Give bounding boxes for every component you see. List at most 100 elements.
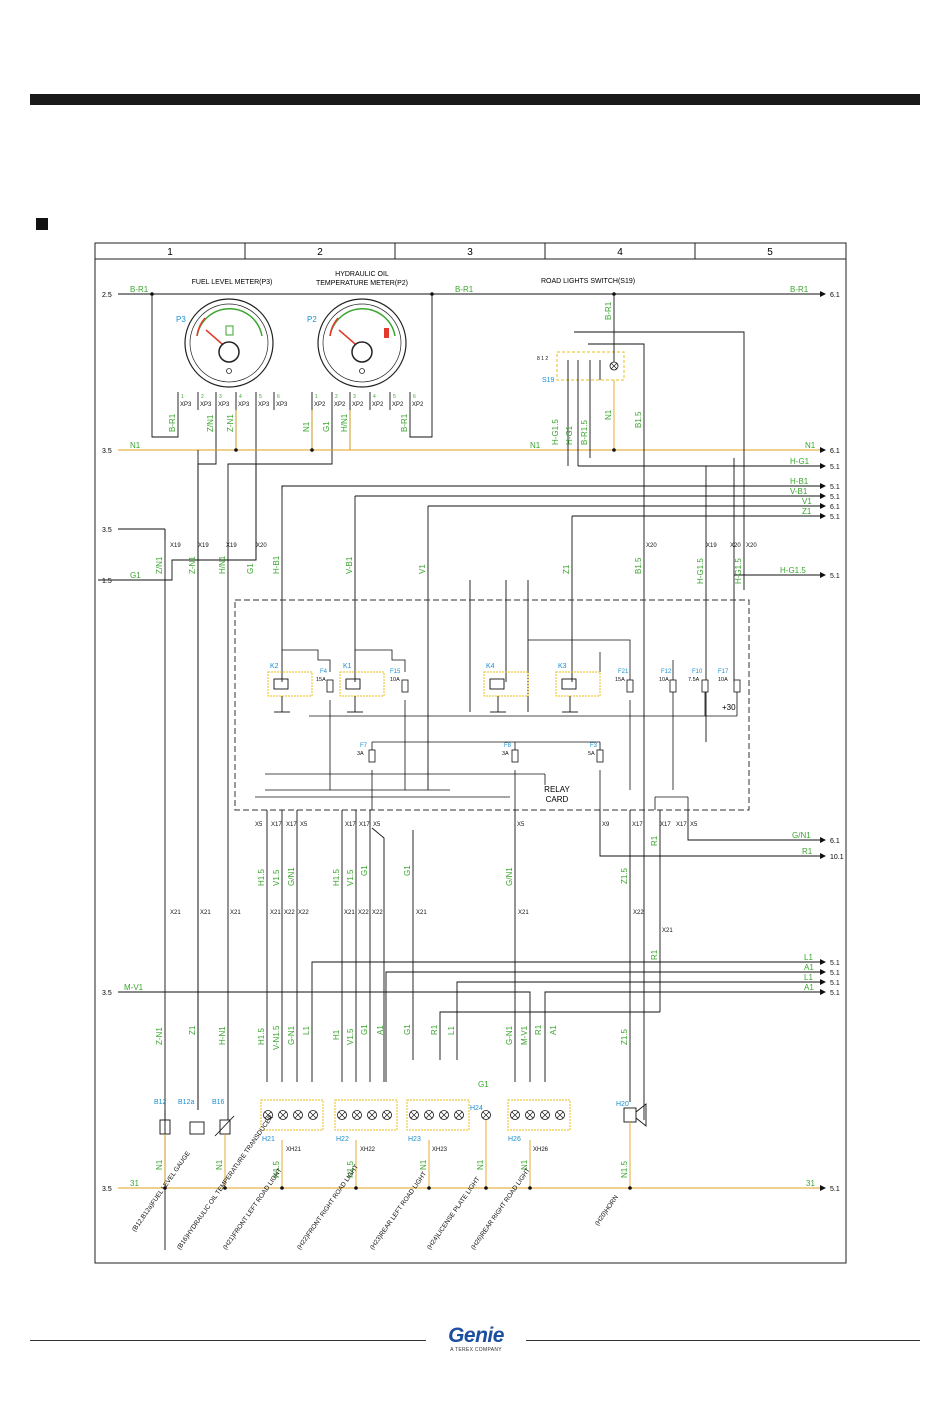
fuse-name: F4 [320,669,328,675]
rail-ref: 6.1 [830,448,840,455]
wire-label: G1 [360,865,369,876]
switch-pins: 8 1 2 [537,356,548,362]
output-label: L1 [804,953,813,962]
output-ref: 10.1 [830,854,844,861]
wire-label: R1 [534,1024,543,1035]
wire-label: G-N1 [287,1025,296,1045]
lamp-ground: XH23 [432,1147,448,1153]
fuel-level-meter [184,298,274,388]
wire-label: N1 [419,1159,428,1170]
wire-label: V-N1.5 [272,1025,281,1050]
component-label: (H20)HORN [594,1194,620,1227]
wire-label: G-N1 [505,1025,514,1045]
rail-ref: 1.5 [102,578,112,585]
svg-text:X17: X17 [271,822,282,828]
rail-label: 31 [130,1179,139,1188]
output-ref: 5.1 [830,484,840,491]
svg-text:XP3: XP3 [258,402,270,408]
rail-label: N1 [805,441,816,450]
svg-text:XP3: XP3 [238,402,250,408]
wire-label: V1 [418,564,427,574]
svg-text:X20: X20 [646,543,657,549]
wire-label: G1 [478,1080,489,1089]
fuse-rating: 10A [659,677,669,683]
output-ref: 5.1 [830,494,840,501]
wire-label: H/N1 [218,555,227,574]
component-label: (H23)REAR LEFT ROAD LIGHT [369,1171,428,1252]
switch-tag: S19 [542,377,555,384]
lamp-tag: H26 [508,1136,521,1143]
relay-card [234,599,750,811]
relay-card-label: CARD [546,795,569,804]
wire-label: G/N1 [505,867,514,886]
rail-label: G1 [130,571,141,580]
wire-label: G1 [322,421,331,432]
svg-text:XP3: XP3 [276,402,288,408]
svg-text:X17: X17 [345,822,356,828]
relay-k2 [267,671,313,697]
meter-tag: P3 [176,315,186,324]
svg-text:X21: X21 [270,910,281,916]
wire-label: H-G1.5 [696,558,705,584]
relay-k3 [555,671,601,697]
fuse-name: F8 [504,743,512,749]
svg-text:2: 2 [335,394,338,400]
svg-text:XP3: XP3 [200,402,212,408]
svg-text:X21: X21 [662,928,673,934]
wire-label: B1.5 [634,411,643,428]
section-bullet [36,218,48,230]
fuse-name: F7 [360,743,368,749]
wire-label: B-R1 [168,413,177,432]
wire-label: Z1.5 [620,1028,629,1045]
horn-tag: H20 [616,1101,629,1108]
sensor-tag: B12a [178,1099,194,1106]
fuse-rating: 15A [615,677,625,683]
wire-label: Z/N1 [155,556,164,574]
road-lights-switch [556,351,625,381]
rail-ref: 3.5 [102,990,112,997]
rail-ref: 6.1 [830,292,840,299]
svg-text:X21: X21 [230,910,241,916]
output-ref: 6.1 [830,838,840,845]
wire-label: H1.5 [257,869,266,886]
zone-label: 1 [167,247,173,258]
svg-text:XP2: XP2 [372,402,384,408]
wire-label: N1 [520,1159,529,1170]
wire-label: B-R1.5 [580,420,589,445]
wire-label: H-B1 [272,555,281,574]
wire-label: L1 [302,1026,311,1035]
svg-text:4: 4 [373,394,376,400]
fuse-rating: 15A [316,677,326,683]
output-label: G/N1 [792,831,811,840]
wire-label: Z/N1 [206,414,215,432]
svg-text:X9: X9 [602,822,610,828]
svg-text:X22: X22 [372,910,383,916]
rail-ref: 5.1 [830,1186,840,1193]
wire-label: R1 [650,835,659,846]
wire-label: V1.5 [346,869,355,886]
output-ref: 5.1 [830,514,840,521]
wire-label: H1 [332,1029,341,1040]
svg-text:5: 5 [259,394,262,400]
rail-label: N1 [130,441,141,450]
fuse-name: F17 [718,669,729,675]
relay-tag: K4 [486,663,495,670]
svg-text:X19: X19 [706,543,717,549]
wire-label: H-N1 [218,1026,227,1045]
wire-label: G1 [360,1024,369,1035]
wire-label: B1.5 [634,557,643,574]
genie-logo: Genie A TEREX COMPANY [426,1325,526,1355]
svg-text:X17: X17 [286,822,297,828]
output-label: V-B1 [790,487,808,496]
rail-label: B-R1 [790,285,809,294]
wire-label: N1.5 [346,1161,355,1178]
component-label: (H24)LICENSE PLATE LIGHT [426,1176,482,1251]
fuel-meter-title: FUEL LEVEL METER(P3) [192,279,273,286]
oil-temperature-meter [317,298,407,388]
svg-text:X19: X19 [170,543,181,549]
fuse-name: F21 [618,669,629,675]
wire-label: A1 [376,1025,385,1035]
output-label: L1 [804,973,813,982]
relay-tag: K3 [558,663,567,670]
rail-label: 31 [806,1179,815,1188]
